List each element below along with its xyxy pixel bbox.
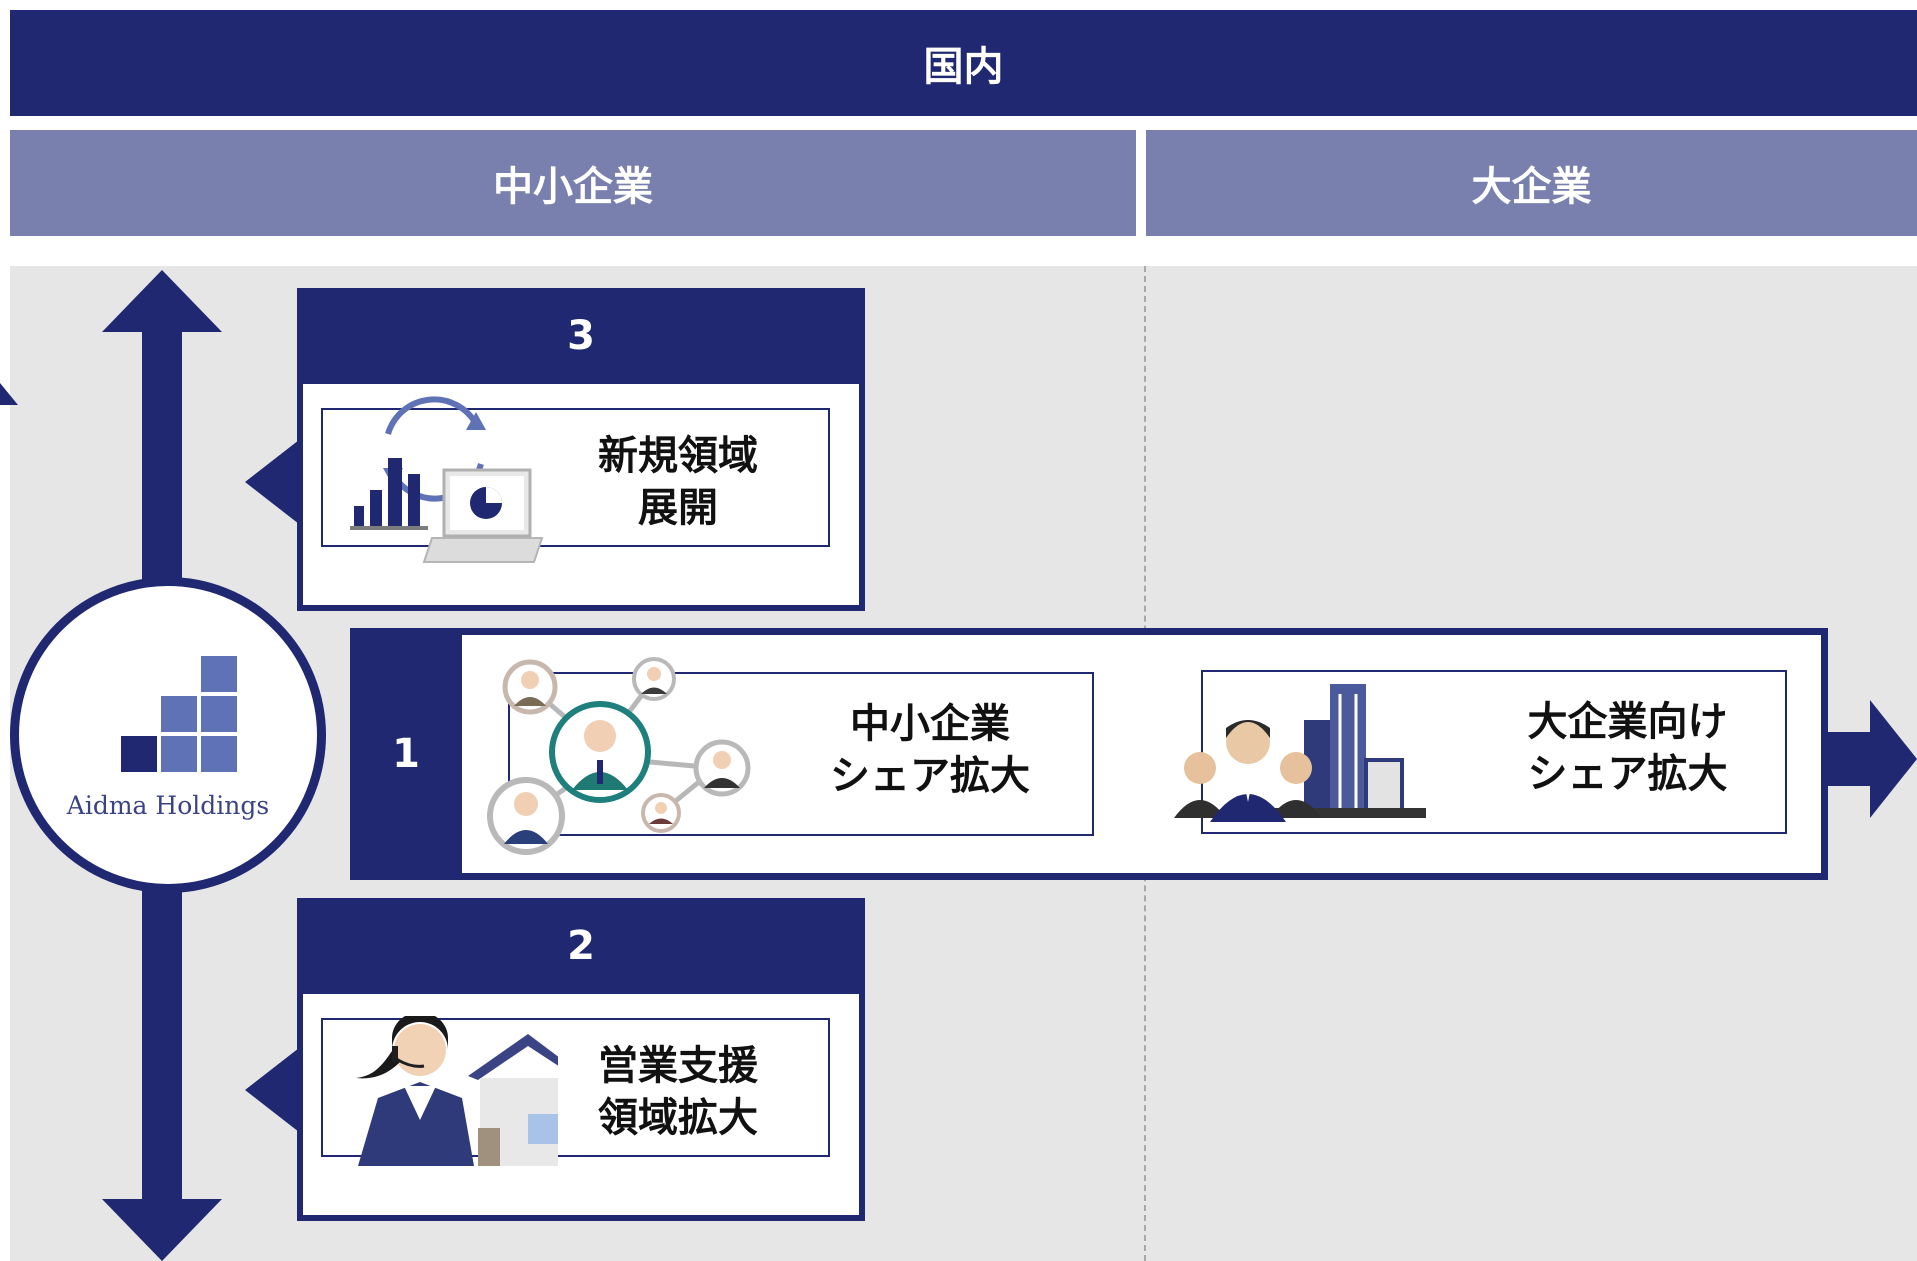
header-sme: 中小企業 (10, 130, 1136, 236)
edge-arrow-icon (0, 383, 18, 429)
sme-share-label: 中小企業 シェア拡大 (800, 698, 1060, 802)
header-domestic: 国内 (10, 10, 1917, 116)
right-arrow-icon (1826, 700, 1917, 818)
card-body: 新規領域 展開 (303, 384, 859, 605)
card-sales-support: 2 営業支援 領域拡大 (297, 898, 865, 1221)
large-share-label: 大企業向け シェア拡大 (1490, 696, 1765, 800)
operator-house-icon (356, 1016, 558, 1166)
avatar-small (502, 659, 558, 715)
logo-blocks-icon (121, 656, 237, 772)
header-large: 大企業 (1146, 130, 1917, 236)
card-label: 営業支援 領域拡大 (553, 1040, 803, 1144)
label-line-2: シェア拡大 (830, 753, 1030, 799)
label-line-1: 中小企業 (850, 701, 1010, 747)
business-team-building-icon (1174, 684, 1426, 822)
label-line-2: シェア拡大 (1527, 751, 1728, 797)
aidma-holdings-logo: Aidma Holdings (10, 577, 326, 893)
card-number: 1 (392, 731, 420, 777)
card2-pointer-icon (245, 1048, 299, 1132)
card-number: 3 (567, 313, 595, 359)
label-line-2: 領域拡大 (598, 1095, 758, 1141)
label-line-2: 展開 (638, 485, 718, 531)
card-body: 営業支援 領域拡大 (303, 994, 859, 1215)
analytics-laptop-icon (350, 396, 544, 563)
card-number: 2 (567, 923, 595, 969)
label-line-1: 大企業向け (1527, 699, 1728, 745)
card-new-domain: 3 新規領域 展開 (297, 288, 865, 611)
label-line-1: 営業支援 (598, 1043, 758, 1089)
logo-name: Aidma Holdings (66, 791, 270, 820)
card-label: 新規領域 展開 (553, 430, 803, 534)
card-frame (321, 408, 830, 547)
label-line-1: 新規領域 (598, 433, 758, 479)
network-people-icon (487, 657, 751, 855)
card3-pointer-icon (245, 440, 299, 524)
